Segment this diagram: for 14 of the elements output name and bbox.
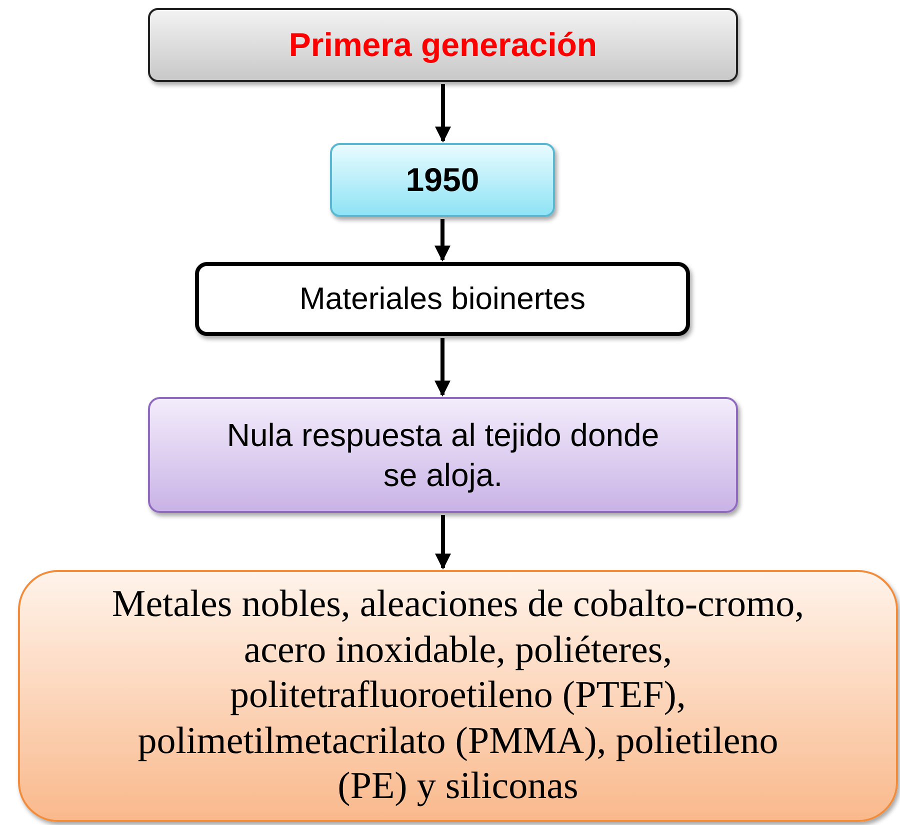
process-box [195,262,690,336]
year-text: 1950 [406,160,480,200]
box-text: Materiales bioinertes [299,280,586,318]
description-text: Nula respuesta al tejido donde se aloja. [226,416,660,495]
materials-text: Metales nobles, aleaciones de cobalto-cromo, acero inoxidable, poliéteres, politetrafluoroetileno (PTEF), polimetilmetacrilato (PMMA), polietileno (PE) y siliconas [110,582,806,810]
arrow [435,515,451,570]
heading-text: Primera generación [288,25,598,66]
arrow [434,338,450,397]
title-box [148,8,738,82]
year-box [330,143,555,217]
arrow [435,84,451,143]
materials-box [18,570,898,822]
description-box [148,397,738,513]
arrow [434,219,450,262]
